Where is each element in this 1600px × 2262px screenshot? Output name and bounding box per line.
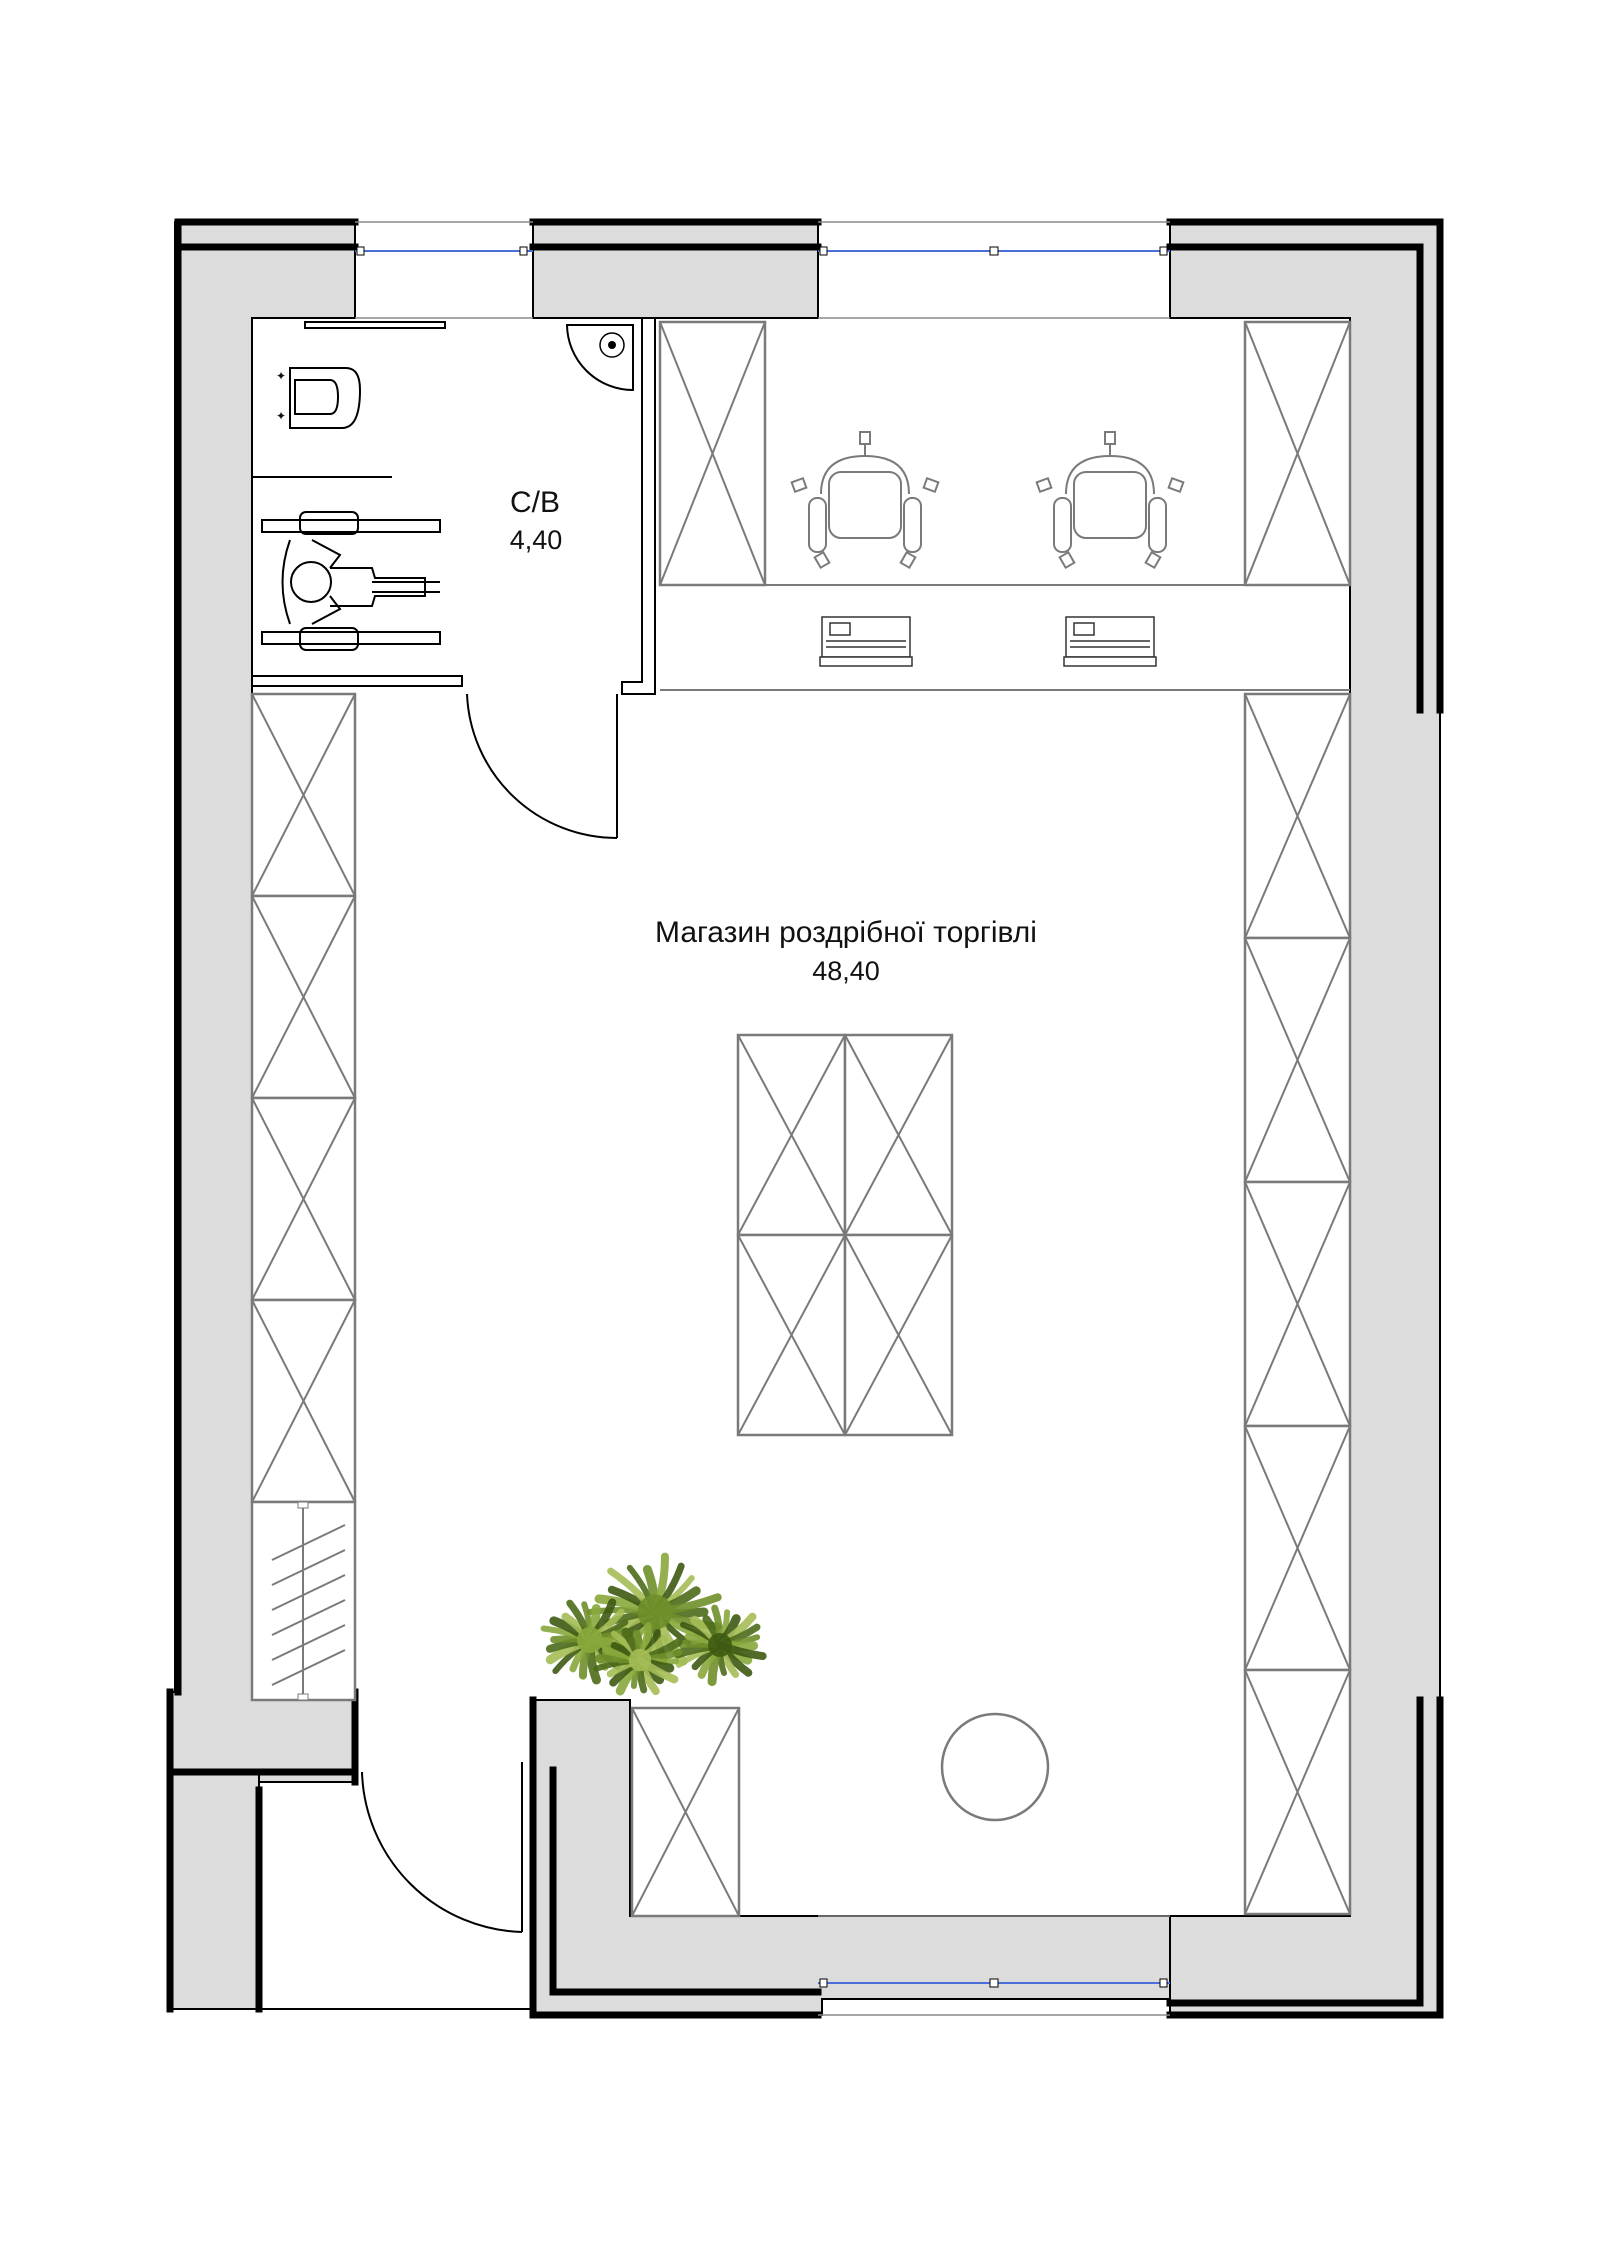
- bathroom-area: 4,40: [510, 525, 563, 555]
- shelf-unit: [250, 1096, 357, 1302]
- doors: [361, 693, 618, 1933]
- shelf-unit: [250, 894, 357, 1100]
- svg-text:✦: ✦: [276, 369, 286, 383]
- laptop-icon: [1063, 616, 1157, 667]
- shelf-unit: [1243, 1668, 1352, 1916]
- bathroom-partition: [621, 318, 656, 695]
- hanging-rail: [271, 1501, 346, 1701]
- laptops: [819, 616, 1157, 667]
- office-chair-icon: [790, 431, 940, 570]
- contour-bottom-right: [1166, 1696, 1444, 2019]
- sink-icon: [565, 324, 634, 392]
- plant-icon: [540, 1552, 767, 1696]
- walls: [169, 221, 1441, 2016]
- shelving-units: [250, 320, 1352, 1918]
- window-top-left: [355, 221, 533, 319]
- island-shelf: [843, 1233, 954, 1437]
- contour-left-bottom: [166, 1688, 359, 2013]
- room-labels: С/В 4,40 Магазин роздрібної торгівлі 48,…: [510, 486, 1037, 986]
- island-shelf: [736, 1233, 847, 1437]
- wall-top-middle: [532, 221, 819, 319]
- svg-text:✦: ✦: [276, 409, 286, 423]
- wall-bottom-middle: [532, 1699, 1171, 2016]
- towel-rail: [304, 321, 446, 329]
- shelf-unit: [658, 320, 767, 587]
- shelf-unit: [1243, 936, 1352, 1184]
- office-chairs: [790, 431, 1185, 570]
- island-shelf: [843, 1033, 954, 1237]
- contour-top-middle: [529, 218, 822, 251]
- windows: [259, 221, 1170, 2016]
- entrance-door-swing-icon: [361, 1762, 523, 1933]
- contour-top-right: [1166, 218, 1444, 714]
- window-top-right: [818, 221, 1170, 319]
- island-shelf: [736, 1033, 847, 1237]
- shelf-unit: [1243, 1180, 1352, 1428]
- shop-name: Магазин роздрібної торгівлі: [655, 916, 1037, 949]
- bathroom-name: С/В: [510, 486, 560, 519]
- service-counter: [660, 584, 1350, 691]
- shelf-unit: [250, 692, 357, 898]
- shelf-unit: [1243, 1424, 1352, 1672]
- shelf-unit: [250, 1298, 357, 1504]
- contour-bottom-middle: [529, 1696, 822, 2019]
- wall-left-bottom-stub: [169, 1771, 260, 2010]
- shelf-unit: [1243, 692, 1352, 940]
- window-bottom: [818, 1915, 1170, 2016]
- laptop-icon: [819, 616, 913, 667]
- toilet-icon: ✦ ✦: [276, 367, 362, 429]
- shelf-unit: [630, 1706, 741, 1918]
- round-table-icon: [940, 1712, 1050, 1822]
- bathroom-fixtures: ✦ ✦: [252, 321, 634, 651]
- shop-area: 48,40: [812, 956, 880, 986]
- shelf-unit: [1243, 320, 1352, 587]
- outer-contour: [166, 218, 1444, 2019]
- contour-top-left: [174, 218, 359, 1696]
- door-swing-icon: [466, 693, 618, 840]
- bathroom-bottom-wall: [252, 675, 463, 687]
- office-chair-icon: [1035, 431, 1185, 570]
- wheelchair-icon: [261, 511, 441, 651]
